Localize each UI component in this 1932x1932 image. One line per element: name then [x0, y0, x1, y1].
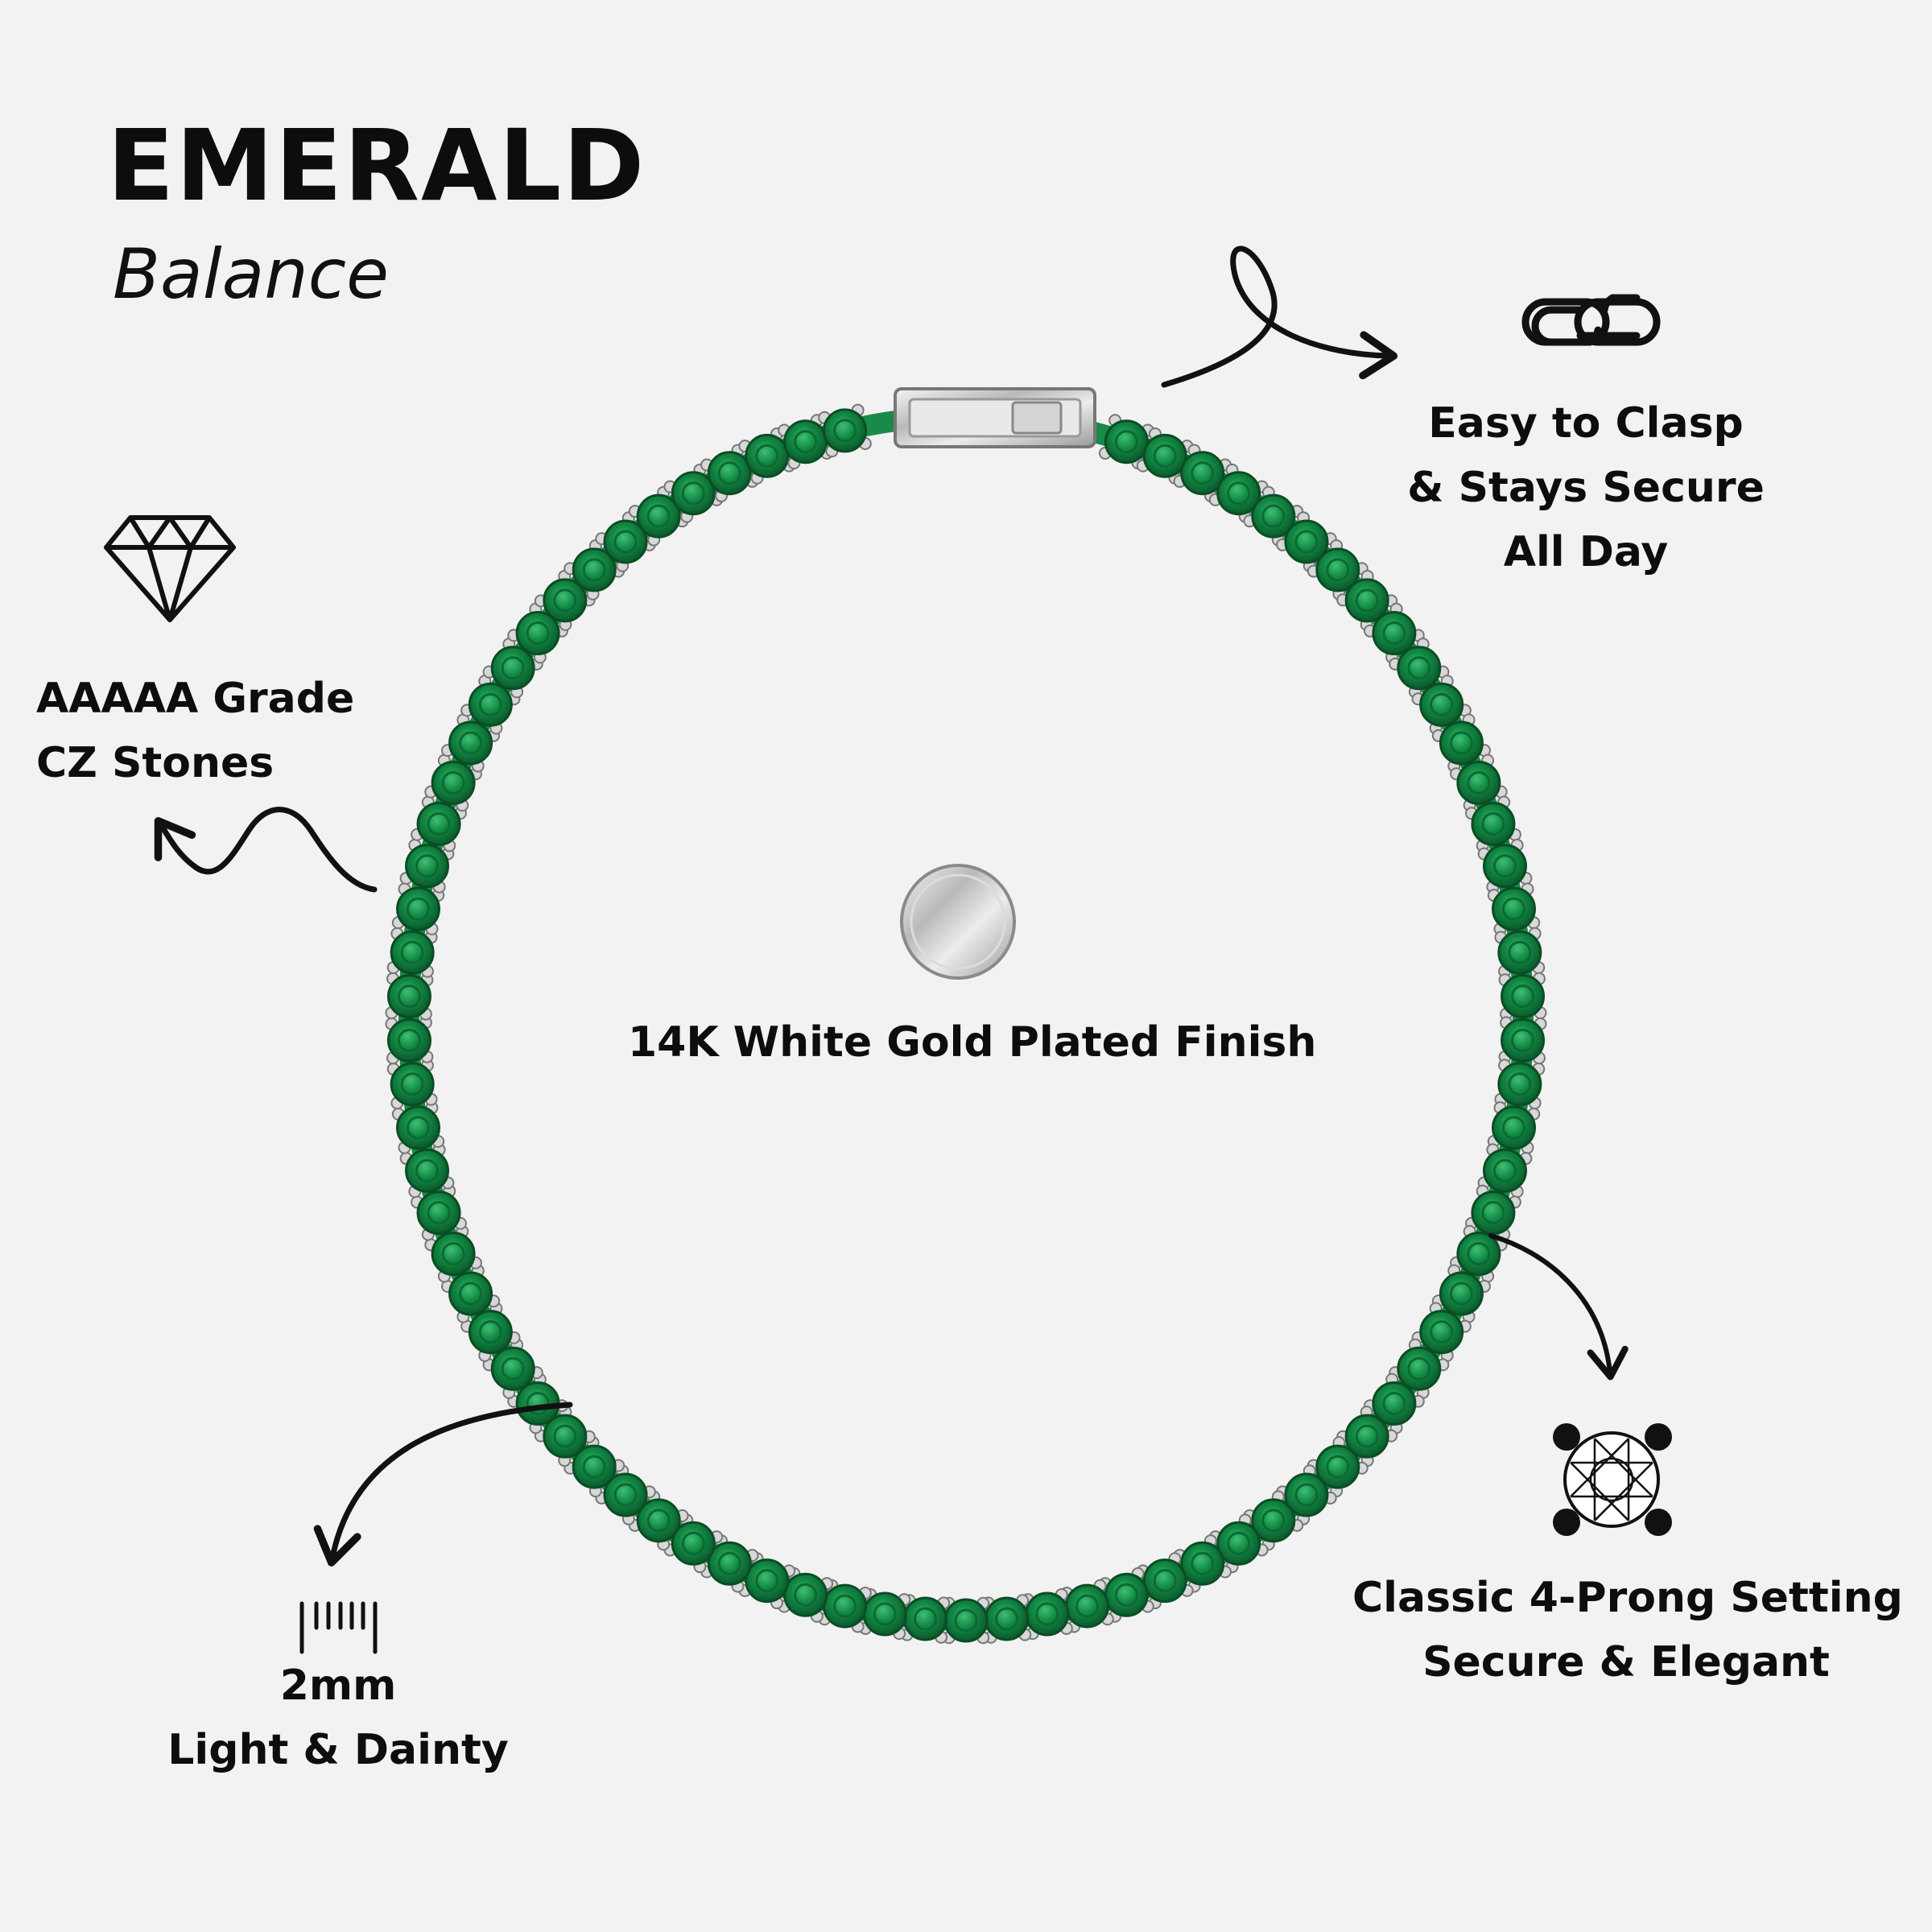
bracelet-stone [534, 1406, 596, 1468]
bracelet-stone [391, 882, 445, 935]
bracelet-stone [386, 1059, 438, 1110]
clasp-arrow [1161, 246, 1398, 388]
bracelet-stone [1336, 1406, 1398, 1468]
bracelet-stone [663, 1513, 724, 1574]
bracelet-stone [1364, 1373, 1425, 1435]
bracelet-stone [981, 1594, 1032, 1644]
feature-clasp-line-1: Easy to Clasp [1428, 399, 1744, 448]
bracelet-stone [534, 569, 596, 631]
product-subtitle: Balance [113, 234, 389, 315]
feature-stones-line-1: AAAAA Grade [36, 675, 355, 723]
product-title: EMERALD [107, 109, 646, 223]
feature-clasp: Easy to Clasp & Stays Secure All Day [1401, 391, 1771, 584]
bracelet-stone [1487, 1101, 1541, 1154]
bracelet-stone [1276, 511, 1337, 572]
bracelet-stone [386, 927, 438, 978]
bracelet-stone [1098, 414, 1154, 470]
feature-setting: Classic 4-Prong Setting Secure & Elegant [1352, 1566, 1903, 1695]
feature-width-line-2: Light & Dainty [167, 1726, 509, 1774]
feature-clasp-line-2: & Stays Secure [1407, 464, 1765, 512]
bracelet-stone [482, 638, 543, 699]
bracelet-stone [399, 1143, 455, 1199]
four-prong-setting-icon [1553, 1423, 1672, 1536]
bracelet-stone [1465, 795, 1521, 852]
bracelet-stone [700, 444, 759, 502]
chain-link-icon [1521, 294, 1661, 346]
bracelet-stone [628, 1490, 689, 1551]
bracelet-stone [942, 1596, 990, 1645]
bracelet-stone [1465, 1184, 1521, 1241]
feature-finish: 14K White Gold Plated Finish [628, 1010, 1317, 1075]
bracelet-stone [1389, 1338, 1450, 1399]
bracelet-image [385, 403, 1547, 1645]
bracelet-stone [385, 1016, 434, 1065]
bracelet-stone [1307, 539, 1368, 601]
bracelet-stone [1243, 1490, 1304, 1551]
bracelet-stone [1243, 485, 1304, 547]
clasp-image [894, 387, 1096, 448]
bracelet-stone [1098, 1567, 1154, 1623]
feature-width: 2mm Light & Dainty [161, 1653, 515, 1782]
bracelet-stone [441, 713, 501, 773]
feature-setting-line-2: Secure & Elegant [1422, 1638, 1830, 1686]
white-gold-swatch-icon [900, 864, 1016, 980]
bracelet-stone [595, 1464, 656, 1525]
bracelet-stone [564, 1436, 625, 1498]
bracelet-stone [1498, 1016, 1547, 1065]
bracelet-stone [1494, 1059, 1546, 1110]
bracelet-stone [1494, 927, 1546, 978]
bracelet-stone [595, 511, 656, 572]
bracelet-stone [1487, 882, 1541, 935]
bracelet-stone [411, 1184, 467, 1241]
bracelet-stone [1450, 1224, 1508, 1283]
stones-arrow [154, 807, 378, 893]
bracelet-stone [818, 403, 872, 458]
bracelet-stone [1431, 1264, 1491, 1323]
bracelet-stone [385, 972, 434, 1021]
bracelet-stone [738, 1552, 796, 1610]
width-arrow [313, 1402, 573, 1567]
setting-arrow [1488, 1233, 1629, 1381]
bracelet-stone [1208, 463, 1269, 523]
bracelet-stone [411, 795, 467, 852]
bracelet-stone [1136, 427, 1194, 485]
ruler-icon [299, 1601, 378, 1654]
diamond-icon [104, 515, 236, 622]
bracelet-stone [1498, 972, 1547, 1021]
bracelet-stone [1411, 675, 1472, 735]
feature-stones: AAAAA Grade CZ Stones [36, 667, 390, 795]
bracelet-stone [391, 1101, 445, 1154]
bracelet-stone [1389, 638, 1450, 699]
bracelet-stone [460, 675, 521, 735]
bracelet-stone [482, 1338, 543, 1399]
bracelet-stone [778, 414, 834, 470]
bracelet-stone [441, 1264, 501, 1323]
bracelet-stone [399, 838, 455, 894]
feature-stones-line-2: CZ Stones [36, 739, 275, 787]
feature-setting-line-1: Classic 4-Prong Setting [1352, 1574, 1903, 1622]
bracelet-stone [1431, 713, 1491, 773]
bracelet-stone [1477, 1143, 1533, 1199]
feature-finish-text: 14K White Gold Plated Finish [628, 1018, 1317, 1067]
feature-clasp-line-3: All Day [1503, 528, 1669, 576]
feature-width-line-1: 2mm [279, 1662, 397, 1710]
bracelet-stone [1060, 1579, 1114, 1633]
